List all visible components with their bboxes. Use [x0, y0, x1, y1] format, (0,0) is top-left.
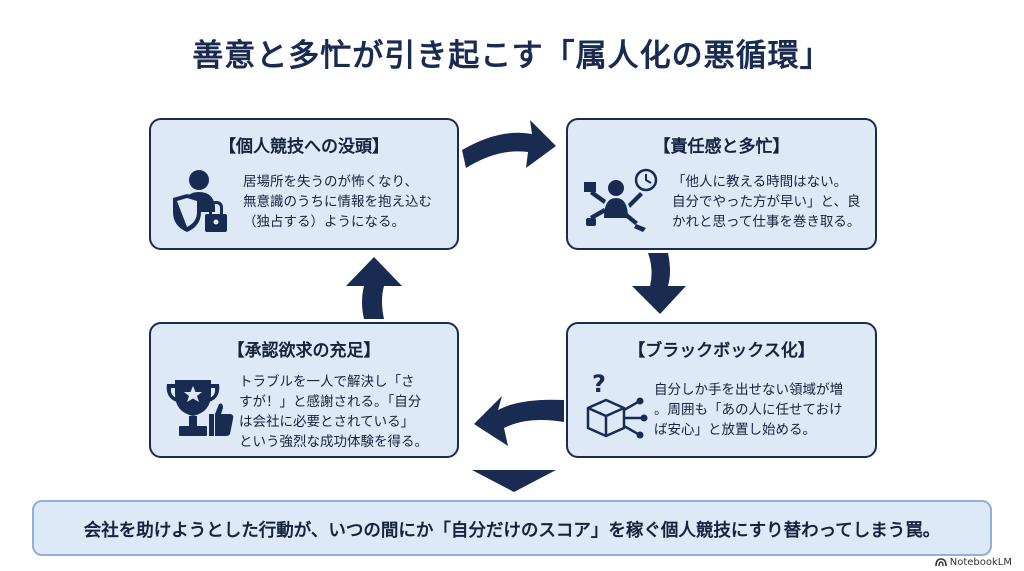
svg-text:?: ?	[592, 370, 606, 398]
watermark-text: NotebookLM	[949, 557, 1012, 568]
page-title: 善意と多忙が引き起こす「属人化の悪循環」	[192, 38, 832, 74]
trophy-thumbs-up-icon	[166, 380, 234, 436]
arrow-down-icon	[472, 470, 556, 492]
conclusion-text: 会社を助けようとした行動が、いつの間にか「自分だけのスコア」を稼ぐ個人競技にすり…	[83, 521, 941, 541]
arrow-right-icon	[632, 253, 686, 314]
card-title: 【責任感と多忙】	[653, 137, 790, 157]
person-shield-lock-icon	[173, 170, 227, 232]
arrow-left-icon	[346, 257, 402, 319]
arrow-top-icon	[462, 120, 556, 168]
card-body: 居場所を失うのが怖くなり、 無意識のうちに情報を抱え込む （独占する）ようになる…	[243, 174, 432, 230]
question-box-network-icon: ?	[586, 370, 648, 439]
card-responsibility-busy: 【責任感と多忙】 「他人に教える時間はない。 自分でやった方が早い」と、良 かれ…	[566, 118, 877, 250]
card-body: 自分しか手を出せない領域が増 。周囲も「あの人に任せておけ ば安心」と放置し始め…	[654, 382, 843, 438]
card-body: トラブルを一人で解決し「さ すが！」と感謝される。「自分 は会社に必要とされてい…	[239, 374, 428, 450]
conclusion-box: 会社を助けようとした行動が、いつの間にか「自分だけのスコア」を稼ぐ個人競技にすり…	[32, 500, 992, 556]
card-individual-competition: 【個人競技への没頭】 居場所を失うのが怖くなり、 無意識のうちに情報を抱え込む …	[149, 118, 459, 250]
notebooklm-logo-icon	[934, 558, 947, 567]
watermark: NotebookLM	[934, 557, 1012, 568]
card-approval-desire: 【承認欲求の充足】 トラブルを一人で解決し「さ すが！」と感謝される。「自分 は…	[149, 322, 459, 458]
card-title: 【個人競技への没頭】	[219, 137, 389, 157]
card-title: 【承認欲求の充足】	[227, 341, 381, 361]
card-body: 「他人に教える時間はない。 自分でやった方が早い」と、良 かれと思って仕事を巻き…	[672, 174, 861, 230]
card-black-box: 【ブラックボックス化】 ? 自分しか手を出せない領域が増 。周囲も「あの人に任せ…	[566, 322, 877, 458]
arrow-bottom-icon	[474, 396, 564, 446]
card-title: 【ブラックボックス化】	[628, 341, 815, 361]
multitasking-person-clock-icon	[584, 168, 658, 232]
